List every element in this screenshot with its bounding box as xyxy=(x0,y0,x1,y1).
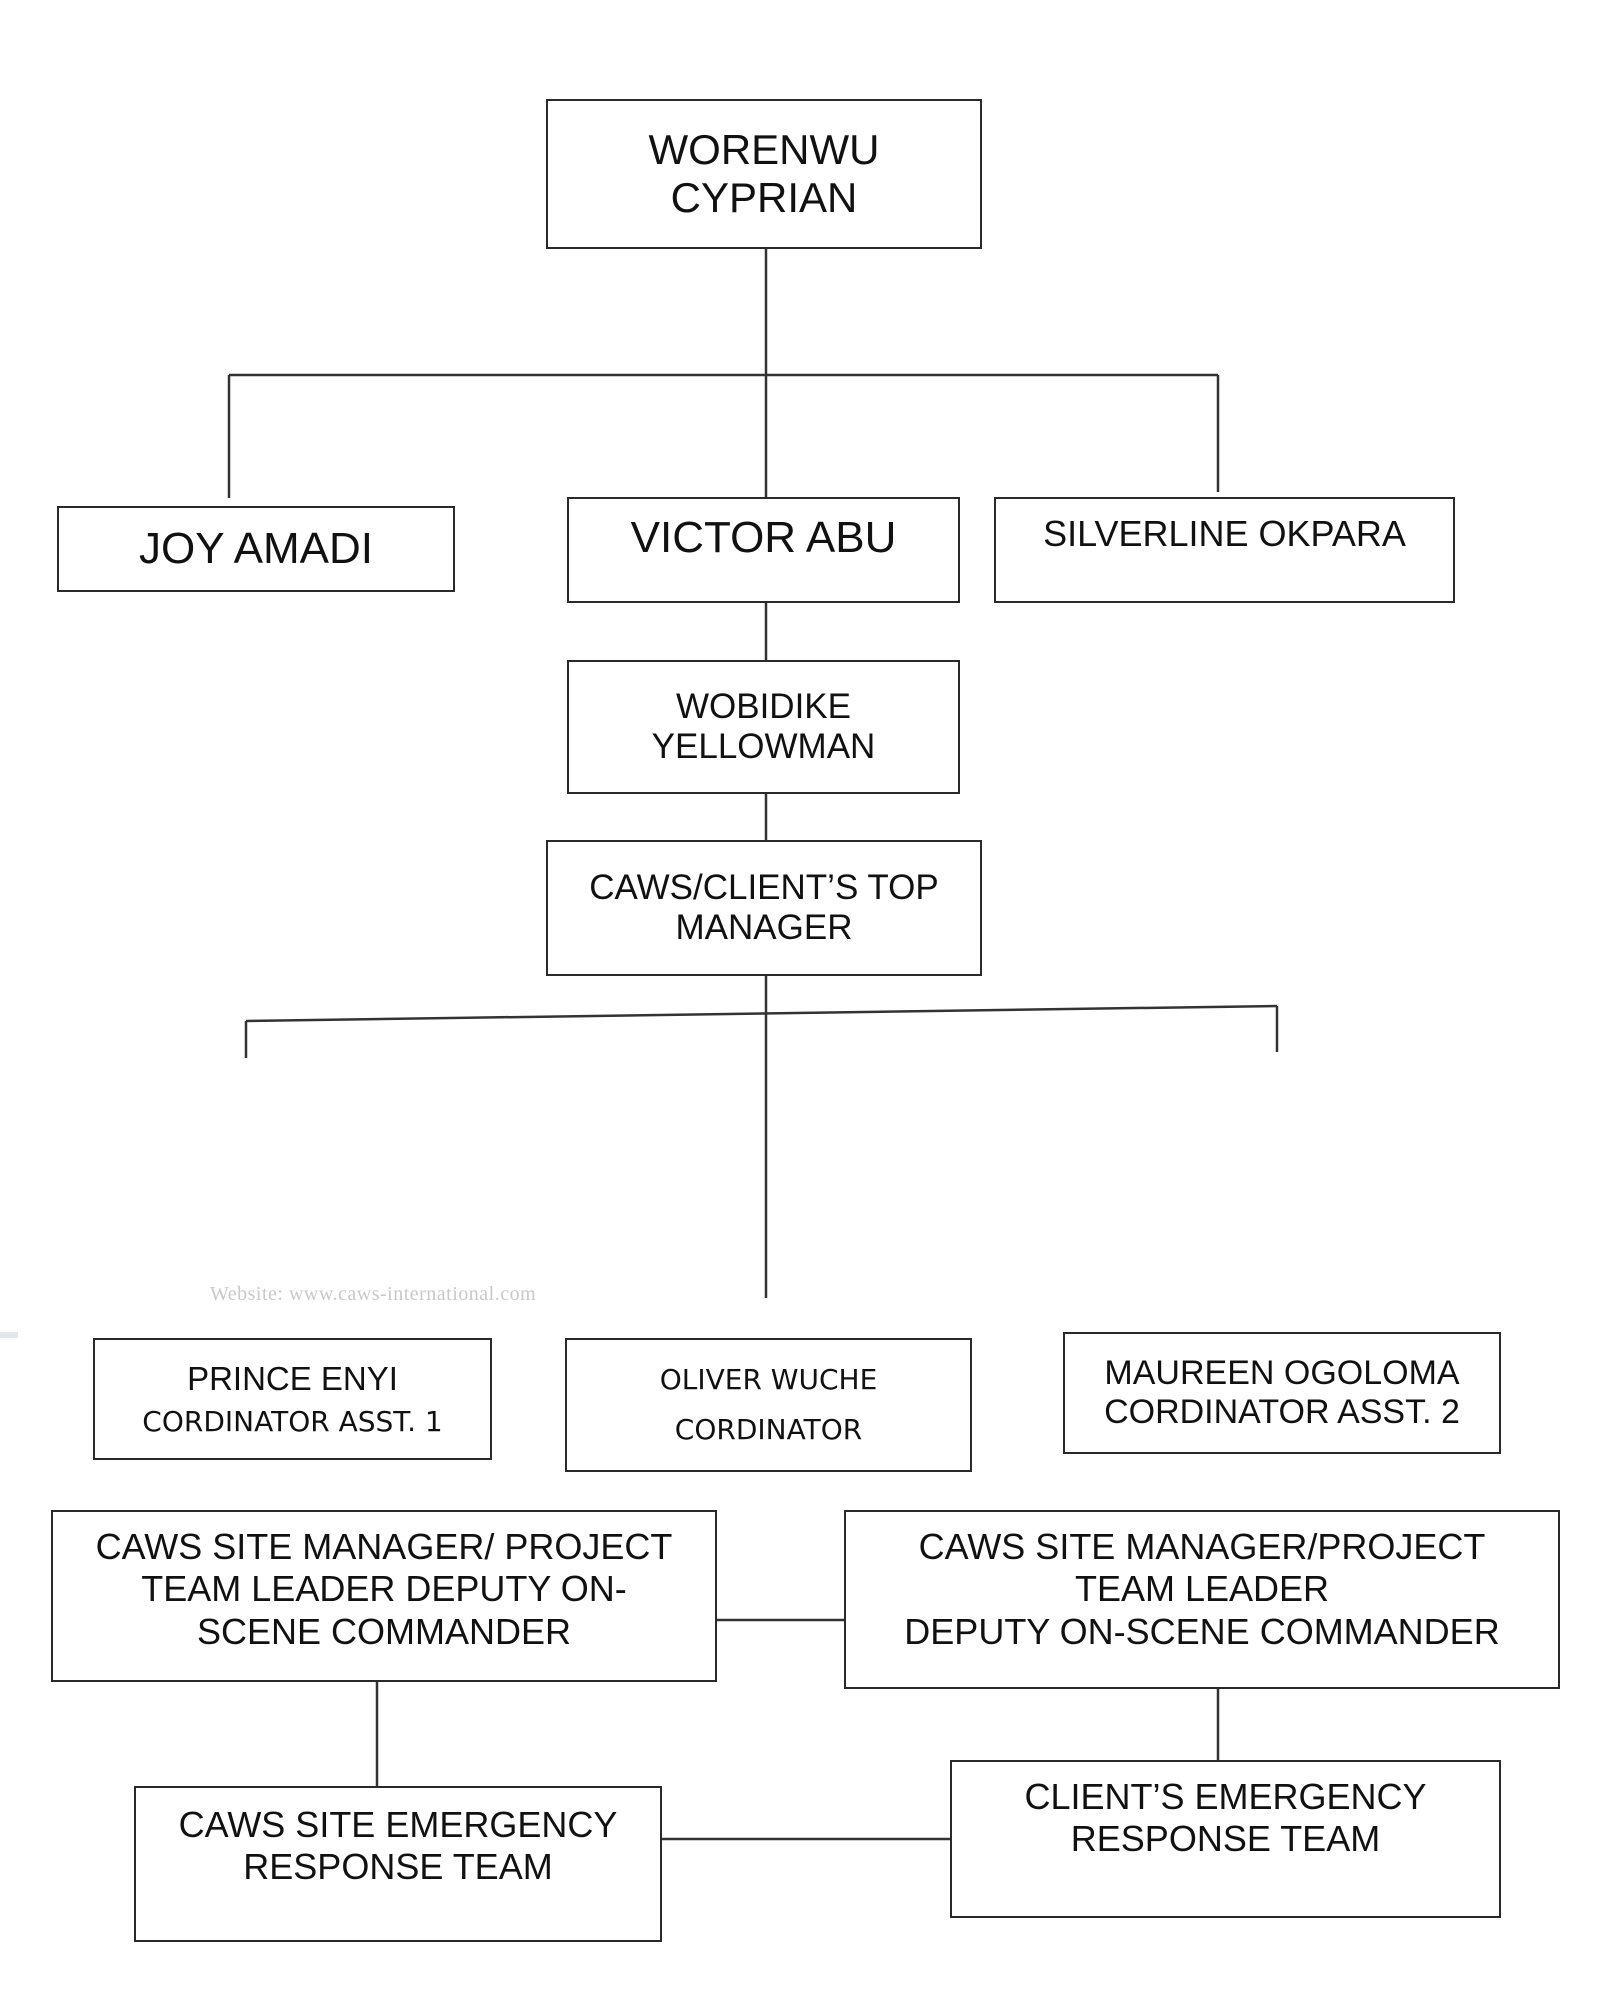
node-text-line: CORDINATOR xyxy=(674,1413,863,1446)
node-site-manager-left: CAWS SITE MANAGER/ PROJECT TEAM LEADER D… xyxy=(51,1510,717,1682)
node-text-line: MAUREEN OGOLOMA xyxy=(1104,1353,1460,1392)
node-client-emergency-response-team: CLIENT’S EMERGENCY RESPONSE TEAM xyxy=(950,1760,1501,1918)
node-maureen-ogoloma: MAUREEN OGOLOMA CORDINATOR ASST. 2 xyxy=(1063,1332,1501,1454)
node-text-line: SCENE COMMANDER xyxy=(196,1610,572,1652)
node-site-manager-right: CAWS SITE MANAGER/PROJECT TEAM LEADER DE… xyxy=(844,1510,1560,1689)
node-victor-abu: VICTOR ABU xyxy=(567,497,960,603)
node-text-line: RESPONSE TEAM xyxy=(243,1846,553,1888)
node-text-line: CORDINATOR ASST. 1 xyxy=(142,1404,443,1438)
edge-mark xyxy=(0,1332,18,1338)
node-text-line: CLIENT’S EMERGENCY xyxy=(1024,1776,1427,1817)
node-text-line: CYPRIAN xyxy=(670,174,858,221)
faint-website-text: Website: www.caws-international.com xyxy=(210,1283,537,1305)
node-text-line: OLIVER WUCHE xyxy=(659,1362,878,1396)
node-text-line: CAWS SITE EMERGENCY xyxy=(178,1804,618,1845)
node-text-line: RESPONSE TEAM xyxy=(1070,1818,1381,1860)
node-text-line: PRINCE ENYI xyxy=(187,1359,398,1397)
node-text-line: CAWS SITE MANAGER/ PROJECT xyxy=(95,1526,673,1567)
node-text-line: CAWS SITE MANAGER/PROJECT xyxy=(918,1526,1486,1567)
node-text-line: TEAM LEADER DEPUTY ON- xyxy=(141,1568,627,1610)
node-worenwu-cyprian: WORENWU CYPRIAN xyxy=(546,99,982,249)
node-text-line: YELLOWMAN xyxy=(651,727,876,766)
node-text-line: MANAGER xyxy=(675,908,853,947)
node-text-line: VICTOR ABU xyxy=(630,513,897,562)
node-text-line: CORDINATOR ASST. 2 xyxy=(1104,1393,1460,1431)
connector-branch-2 xyxy=(245,1004,1278,1023)
node-oliver-wuche: OLIVER WUCHE CORDINATOR xyxy=(565,1338,972,1472)
node-text-line: JOY AMADI xyxy=(139,523,373,573)
node-silverline-okpara: SILVERLINE OKPARA xyxy=(994,497,1455,603)
node-prince-enyi: PRINCE ENYI CORDINATOR ASST. 1 xyxy=(93,1338,492,1460)
node-text-line: SILVERLINE OKPARA xyxy=(1043,513,1406,554)
node-text-line: DEPUTY ON-SCENE COMMANDER xyxy=(904,1610,1500,1652)
node-text-line: WORENWU xyxy=(648,125,880,173)
node-caws-client-top-manager: CAWS/CLIENT’S TOP MANAGER xyxy=(546,840,982,976)
node-joy-amadi: JOY AMADI xyxy=(57,506,455,592)
node-text-line: WOBIDIKE xyxy=(675,686,852,726)
node-caws-site-emergency-response-team: CAWS SITE EMERGENCY RESPONSE TEAM xyxy=(134,1786,662,1942)
node-wobidike-yellowman: WOBIDIKE YELLOWMAN xyxy=(567,660,960,794)
node-text-line: TEAM LEADER xyxy=(1074,1568,1330,1610)
node-text-line: CAWS/CLIENT’S TOP xyxy=(589,867,939,907)
